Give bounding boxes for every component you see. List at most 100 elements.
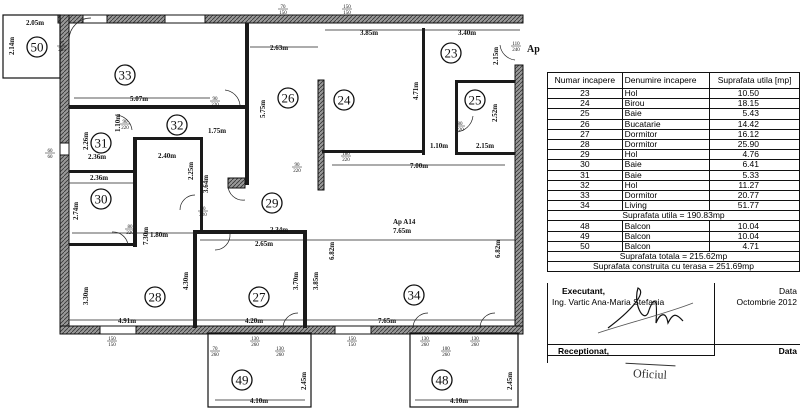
room-24: 24 bbox=[333, 89, 355, 111]
svg-text:4.91m: 4.91m bbox=[118, 317, 136, 325]
svg-text:2.36m: 2.36m bbox=[90, 174, 108, 182]
room-50: 50 bbox=[26, 36, 48, 58]
entrance-label: Ap bbox=[527, 44, 540, 55]
room-name: Baie bbox=[621, 159, 711, 171]
svg-text:150: 150 bbox=[343, 11, 351, 16]
svg-text:4.10m: 4.10m bbox=[250, 397, 268, 405]
room-area: 10.50 bbox=[709, 87, 800, 100]
svg-text:2.65m: 2.65m bbox=[255, 240, 273, 248]
svg-text:260: 260 bbox=[211, 353, 219, 358]
svg-text:130: 130 bbox=[251, 337, 259, 342]
room-name: Hol bbox=[621, 179, 711, 191]
room-area: 25.90 bbox=[709, 138, 800, 151]
svg-text:33: 33 bbox=[119, 68, 132, 83]
room-number: 27 bbox=[547, 128, 623, 140]
room-number: 32 bbox=[547, 179, 623, 191]
svg-text:5.75m: 5.75m bbox=[259, 100, 267, 118]
built-area: Suprafata construita cu terasa = 251.69m… bbox=[547, 261, 800, 273]
svg-text:3.85m: 3.85m bbox=[360, 29, 378, 37]
svg-text:180: 180 bbox=[342, 152, 350, 157]
svg-text:5.07m: 5.07m bbox=[130, 95, 148, 103]
room-name: Hol bbox=[621, 149, 711, 161]
svg-text:34: 34 bbox=[408, 288, 422, 303]
svg-text:2.45m: 2.45m bbox=[506, 372, 514, 390]
total-area: Suprafata totala = 215.62mp bbox=[547, 250, 800, 263]
svg-text:2.26m: 2.26m bbox=[82, 132, 90, 150]
dimension-lines bbox=[69, 29, 520, 401]
svg-text:3.30m: 3.30m bbox=[82, 287, 90, 305]
room-number: 23 bbox=[547, 87, 623, 100]
interior-walls bbox=[69, 23, 515, 328]
room-30: 30 bbox=[90, 188, 112, 210]
room-number: 25 bbox=[547, 108, 623, 120]
svg-text:70: 70 bbox=[213, 347, 219, 352]
room-23: 23 bbox=[440, 42, 462, 64]
svg-text:110: 110 bbox=[512, 42, 520, 47]
svg-text:2.05m: 2.05m bbox=[26, 19, 44, 27]
room-number: 24 bbox=[547, 98, 623, 110]
svg-text:90: 90 bbox=[213, 97, 219, 102]
svg-text:80: 80 bbox=[128, 225, 134, 230]
room-name: Balcon bbox=[621, 230, 711, 242]
svg-text:2.52m: 2.52m bbox=[491, 104, 499, 122]
svg-text:1.10m: 1.10m bbox=[430, 142, 448, 150]
date-value: Octombrie 2012 bbox=[736, 297, 797, 307]
svg-text:3.85m: 3.85m bbox=[312, 272, 320, 290]
svg-text:150: 150 bbox=[348, 337, 356, 342]
svg-text:220: 220 bbox=[211, 103, 219, 108]
svg-text:2.40m: 2.40m bbox=[158, 152, 176, 160]
svg-text:3.70m: 3.70m bbox=[292, 272, 300, 290]
room-28: 28 bbox=[144, 286, 166, 308]
room-name: Dormitor bbox=[621, 189, 711, 202]
svg-text:4.71m: 4.71m bbox=[412, 82, 420, 100]
date-label: Data bbox=[779, 286, 797, 296]
executant-name: Ing. Vartic Ana-Maria Stefania bbox=[552, 297, 665, 307]
svg-text:50: 50 bbox=[31, 40, 44, 55]
svg-text:1.80m: 1.80m bbox=[150, 231, 168, 239]
room-32: 32 bbox=[166, 114, 188, 136]
svg-text:130: 130 bbox=[471, 337, 479, 342]
room-area: 5.43 bbox=[709, 108, 800, 120]
room-49: 49 bbox=[231, 369, 253, 391]
room-number: 33 bbox=[547, 189, 623, 202]
svg-text:150: 150 bbox=[108, 337, 116, 342]
svg-text:130: 130 bbox=[421, 337, 429, 342]
signature-scribble bbox=[597, 287, 694, 334]
svg-text:90: 90 bbox=[123, 120, 129, 125]
svg-text:32: 32 bbox=[171, 118, 184, 133]
room-area: 10.04 bbox=[709, 220, 800, 232]
room-area: 5.33 bbox=[709, 169, 800, 181]
room-25: 25 bbox=[464, 89, 486, 111]
svg-text:2.15m: 2.15m bbox=[476, 142, 494, 150]
header-name: Denumire incapere bbox=[621, 72, 711, 89]
room-26: 26 bbox=[277, 87, 299, 109]
svg-text:260: 260 bbox=[251, 343, 259, 348]
svg-text:30: 30 bbox=[95, 192, 108, 207]
room-name: Hol bbox=[621, 87, 711, 100]
floor-plan: 50 33 32 31 30 26 24 23 25 29 28 27 34 4… bbox=[2, 5, 540, 408]
svg-text:2.45m: 2.45m bbox=[300, 372, 308, 390]
svg-text:90: 90 bbox=[295, 163, 301, 168]
svg-text:130: 130 bbox=[276, 347, 284, 352]
svg-text:4.30m: 4.30m bbox=[182, 272, 190, 290]
svg-text:7.65m: 7.65m bbox=[378, 317, 396, 325]
